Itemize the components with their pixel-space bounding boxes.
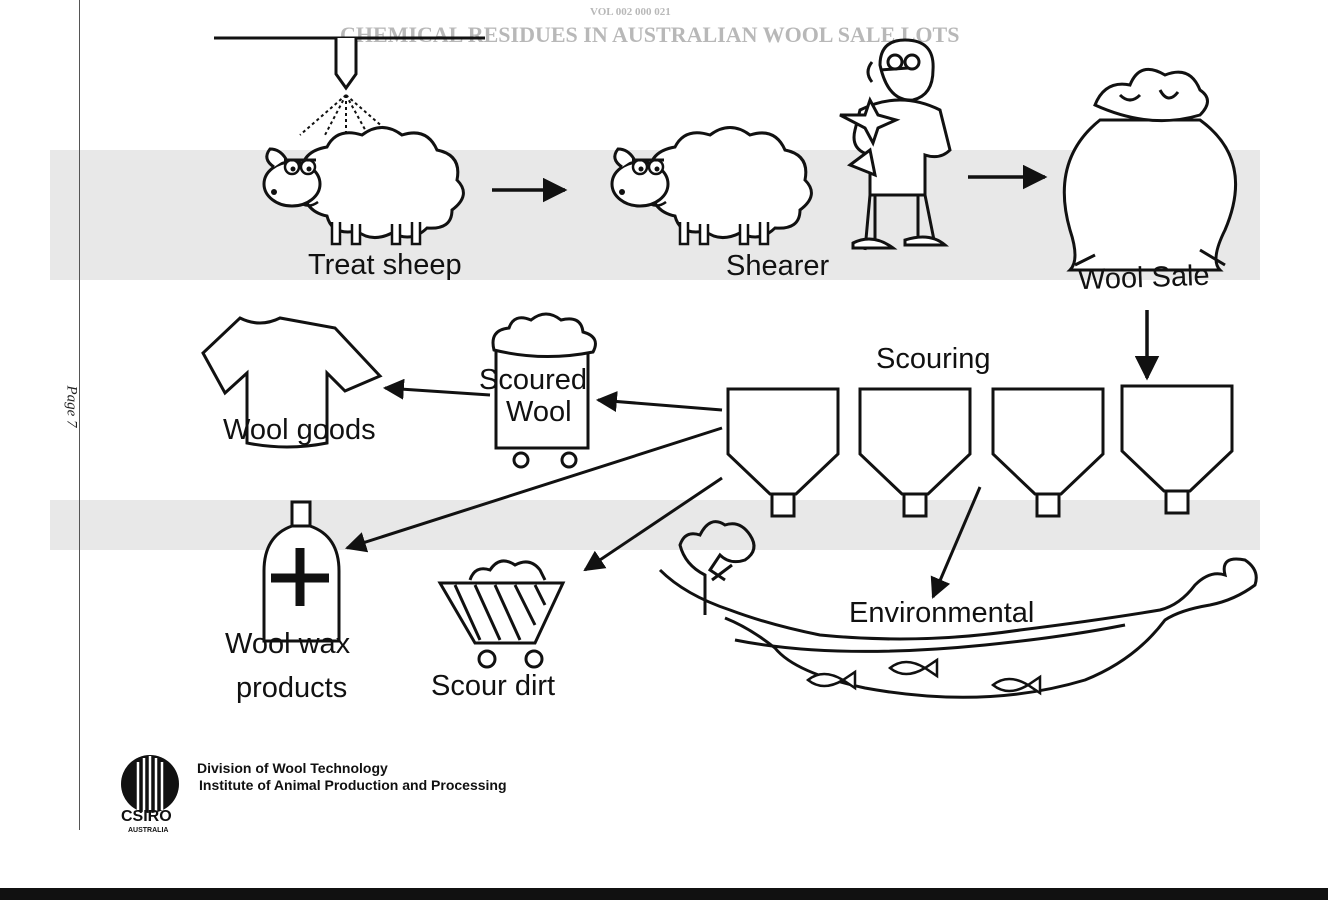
tree-icon (678, 520, 756, 615)
label-wool-sale: Wool Sale (1077, 259, 1211, 297)
label-treat-sheep: Treat sheep (308, 249, 462, 281)
t-shirt-icon (201, 316, 383, 449)
sheep-icon (610, 126, 813, 246)
logo-text: CSIRO (121, 808, 172, 825)
label-wool-goods: Wool goods (223, 414, 376, 446)
label-environmental: Environmental (849, 597, 1035, 629)
wax-bottle-icon (262, 500, 341, 643)
csiro-logo-icon (121, 755, 179, 814)
scouring-output-arrows (344, 378, 982, 599)
fish-icon (805, 657, 1042, 696)
pond-icon (658, 557, 1258, 699)
treated-sheep-icon (262, 126, 465, 246)
label-wool-wax-line1: Wool wax (225, 628, 351, 660)
institute-name: Institute of Animal Production and Proce… (199, 777, 507, 793)
scour-bowl-icon (726, 387, 840, 518)
left-margin-line (79, 0, 80, 830)
dirt-trolley-icon (437, 559, 566, 669)
label-shearer: Shearer (726, 250, 830, 282)
scour-bowl-icon (991, 387, 1105, 518)
ghost-header-title: CHEMICAL RESIDUES IN AUSTRALIAN WOOL SAL… (340, 22, 960, 47)
scour-bowl-icon (858, 387, 972, 518)
wool-cart-icon (491, 312, 597, 469)
ghost-header-reference: VOL 002 000 021 (590, 6, 671, 18)
label-wool-wax-line2: products (236, 672, 348, 704)
wool-bag-icon (1062, 67, 1238, 272)
label-scoured-line2: Wool (506, 396, 572, 428)
scan-bottom-edge (0, 888, 1328, 900)
label-scouring: Scouring (876, 343, 991, 375)
label-scoured-line1: Scoured (479, 364, 588, 396)
logo-subtext: AUSTRALIA (128, 827, 169, 834)
division-name: Division of Wool Technology (197, 760, 388, 776)
label-scour-dirt: Scour dirt (431, 670, 556, 702)
spray-nozzle-icon (214, 36, 485, 136)
shearer-icon (839, 38, 952, 251)
scour-bowl-icon (1120, 384, 1234, 515)
